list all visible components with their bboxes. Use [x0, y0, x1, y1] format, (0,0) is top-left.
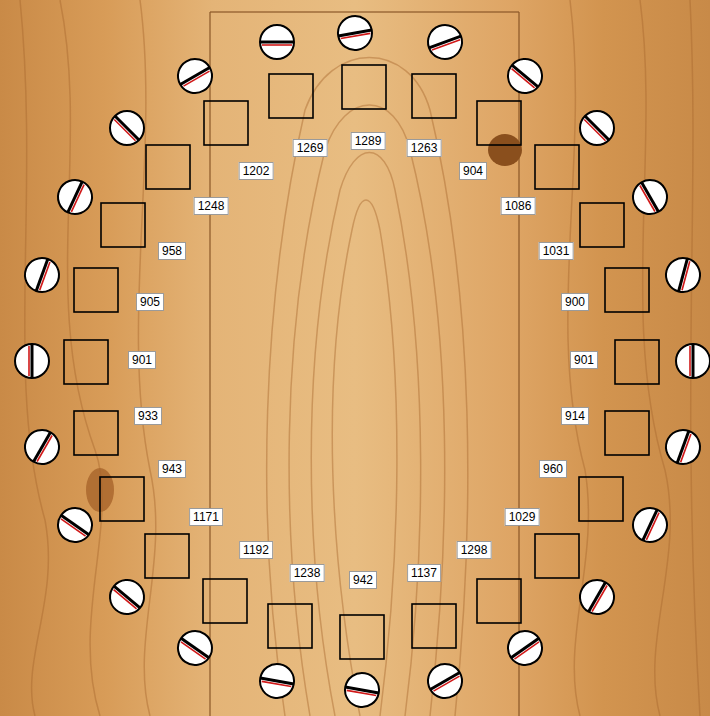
screw — [15, 344, 49, 378]
measurement-value: 1171 — [189, 508, 223, 526]
grain-line — [267, 58, 468, 716]
measurement-value: 960 — [539, 460, 567, 478]
screw — [573, 104, 621, 152]
sample-square — [412, 74, 456, 118]
sample-square — [477, 579, 521, 623]
measurement-value: 1238 — [290, 564, 325, 582]
sample-square — [64, 340, 108, 384]
screw — [257, 661, 296, 700]
sample-squares — [64, 65, 659, 659]
sample-square — [268, 604, 312, 648]
screws — [15, 13, 710, 709]
screw — [103, 104, 151, 152]
measurement-value: 1263 — [407, 139, 442, 157]
board-seam — [209, 12, 211, 716]
sample-square — [74, 411, 118, 455]
sample-square — [146, 145, 190, 189]
measurement-value: 901 — [570, 351, 598, 369]
screw — [423, 20, 467, 64]
wood-knot — [488, 134, 522, 166]
screw — [51, 501, 98, 548]
screw — [422, 658, 468, 704]
measurement-value: 958 — [158, 242, 186, 260]
sample-square — [605, 411, 649, 455]
sample-square — [615, 340, 659, 384]
grain-line — [311, 153, 420, 716]
screw — [501, 52, 549, 100]
grain-line — [60, 0, 102, 716]
sample-square — [203, 579, 247, 623]
screw — [676, 344, 710, 378]
sample-square — [340, 615, 384, 659]
grain-line — [332, 200, 397, 716]
sample-square — [145, 534, 189, 578]
screw — [627, 502, 672, 547]
measurement-value: 905 — [136, 293, 164, 311]
screw — [171, 624, 218, 671]
sample-square — [605, 268, 649, 312]
board-seam — [518, 12, 520, 716]
measurement-value: 933 — [134, 407, 162, 425]
sample-square — [100, 477, 144, 521]
sample-square — [579, 477, 623, 521]
screw — [103, 573, 151, 621]
sample-square — [535, 145, 579, 189]
measurement-value: 1086 — [501, 197, 536, 215]
screw — [260, 25, 294, 59]
measurement-value: 943 — [158, 460, 186, 478]
screw — [627, 174, 673, 220]
measurement-value: 942 — [349, 571, 377, 589]
sample-square — [342, 65, 386, 109]
measurement-value: 901 — [128, 351, 156, 369]
sample-square — [269, 74, 313, 118]
measurement-value: 1202 — [239, 162, 274, 180]
screw — [501, 624, 548, 671]
screw — [342, 670, 381, 709]
sample-square — [412, 604, 456, 648]
screw — [661, 425, 705, 469]
board-seam — [210, 11, 519, 13]
measurement-value: 1192 — [239, 541, 273, 559]
screw — [335, 13, 374, 52]
measurement-value: 1269 — [293, 139, 328, 157]
screw — [19, 424, 65, 470]
screw — [52, 174, 97, 219]
screw — [20, 253, 64, 297]
sample-square — [204, 101, 248, 145]
sample-square — [535, 534, 579, 578]
measurement-value: 1248 — [194, 197, 229, 215]
grain-line — [640, 0, 670, 716]
screw — [172, 53, 218, 99]
sample-square — [477, 101, 521, 145]
screw — [574, 574, 620, 620]
sample-square — [74, 268, 118, 312]
wood-grain — [20, 0, 700, 716]
measurement-value: 1298 — [457, 541, 492, 559]
measurement-value: 904 — [459, 162, 487, 180]
measurement-value: 914 — [561, 407, 589, 425]
measurement-value: 900 — [561, 293, 589, 311]
measurement-value: 1289 — [351, 132, 386, 150]
sample-square — [101, 203, 145, 247]
screw — [662, 254, 704, 296]
measurement-value: 1031 — [539, 242, 574, 260]
measurement-value: 1029 — [505, 508, 540, 526]
measurement-value: 1137 — [407, 564, 441, 582]
sample-square — [580, 203, 624, 247]
